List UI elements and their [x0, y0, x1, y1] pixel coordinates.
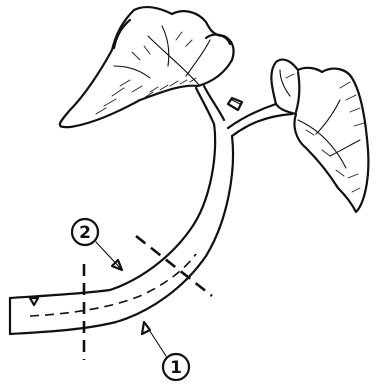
label-2: 2 [72, 219, 122, 270]
branches [196, 86, 292, 136]
label-1-arrowhead [142, 322, 150, 334]
label-1: 1 [142, 322, 189, 380]
label-1-text: 1 [170, 358, 182, 378]
stem [10, 124, 233, 334]
label-2-text: 2 [79, 223, 91, 243]
section-lines [84, 236, 212, 360]
bud [228, 98, 242, 110]
label-2-leader [96, 242, 122, 270]
right-leaf [271, 60, 368, 212]
